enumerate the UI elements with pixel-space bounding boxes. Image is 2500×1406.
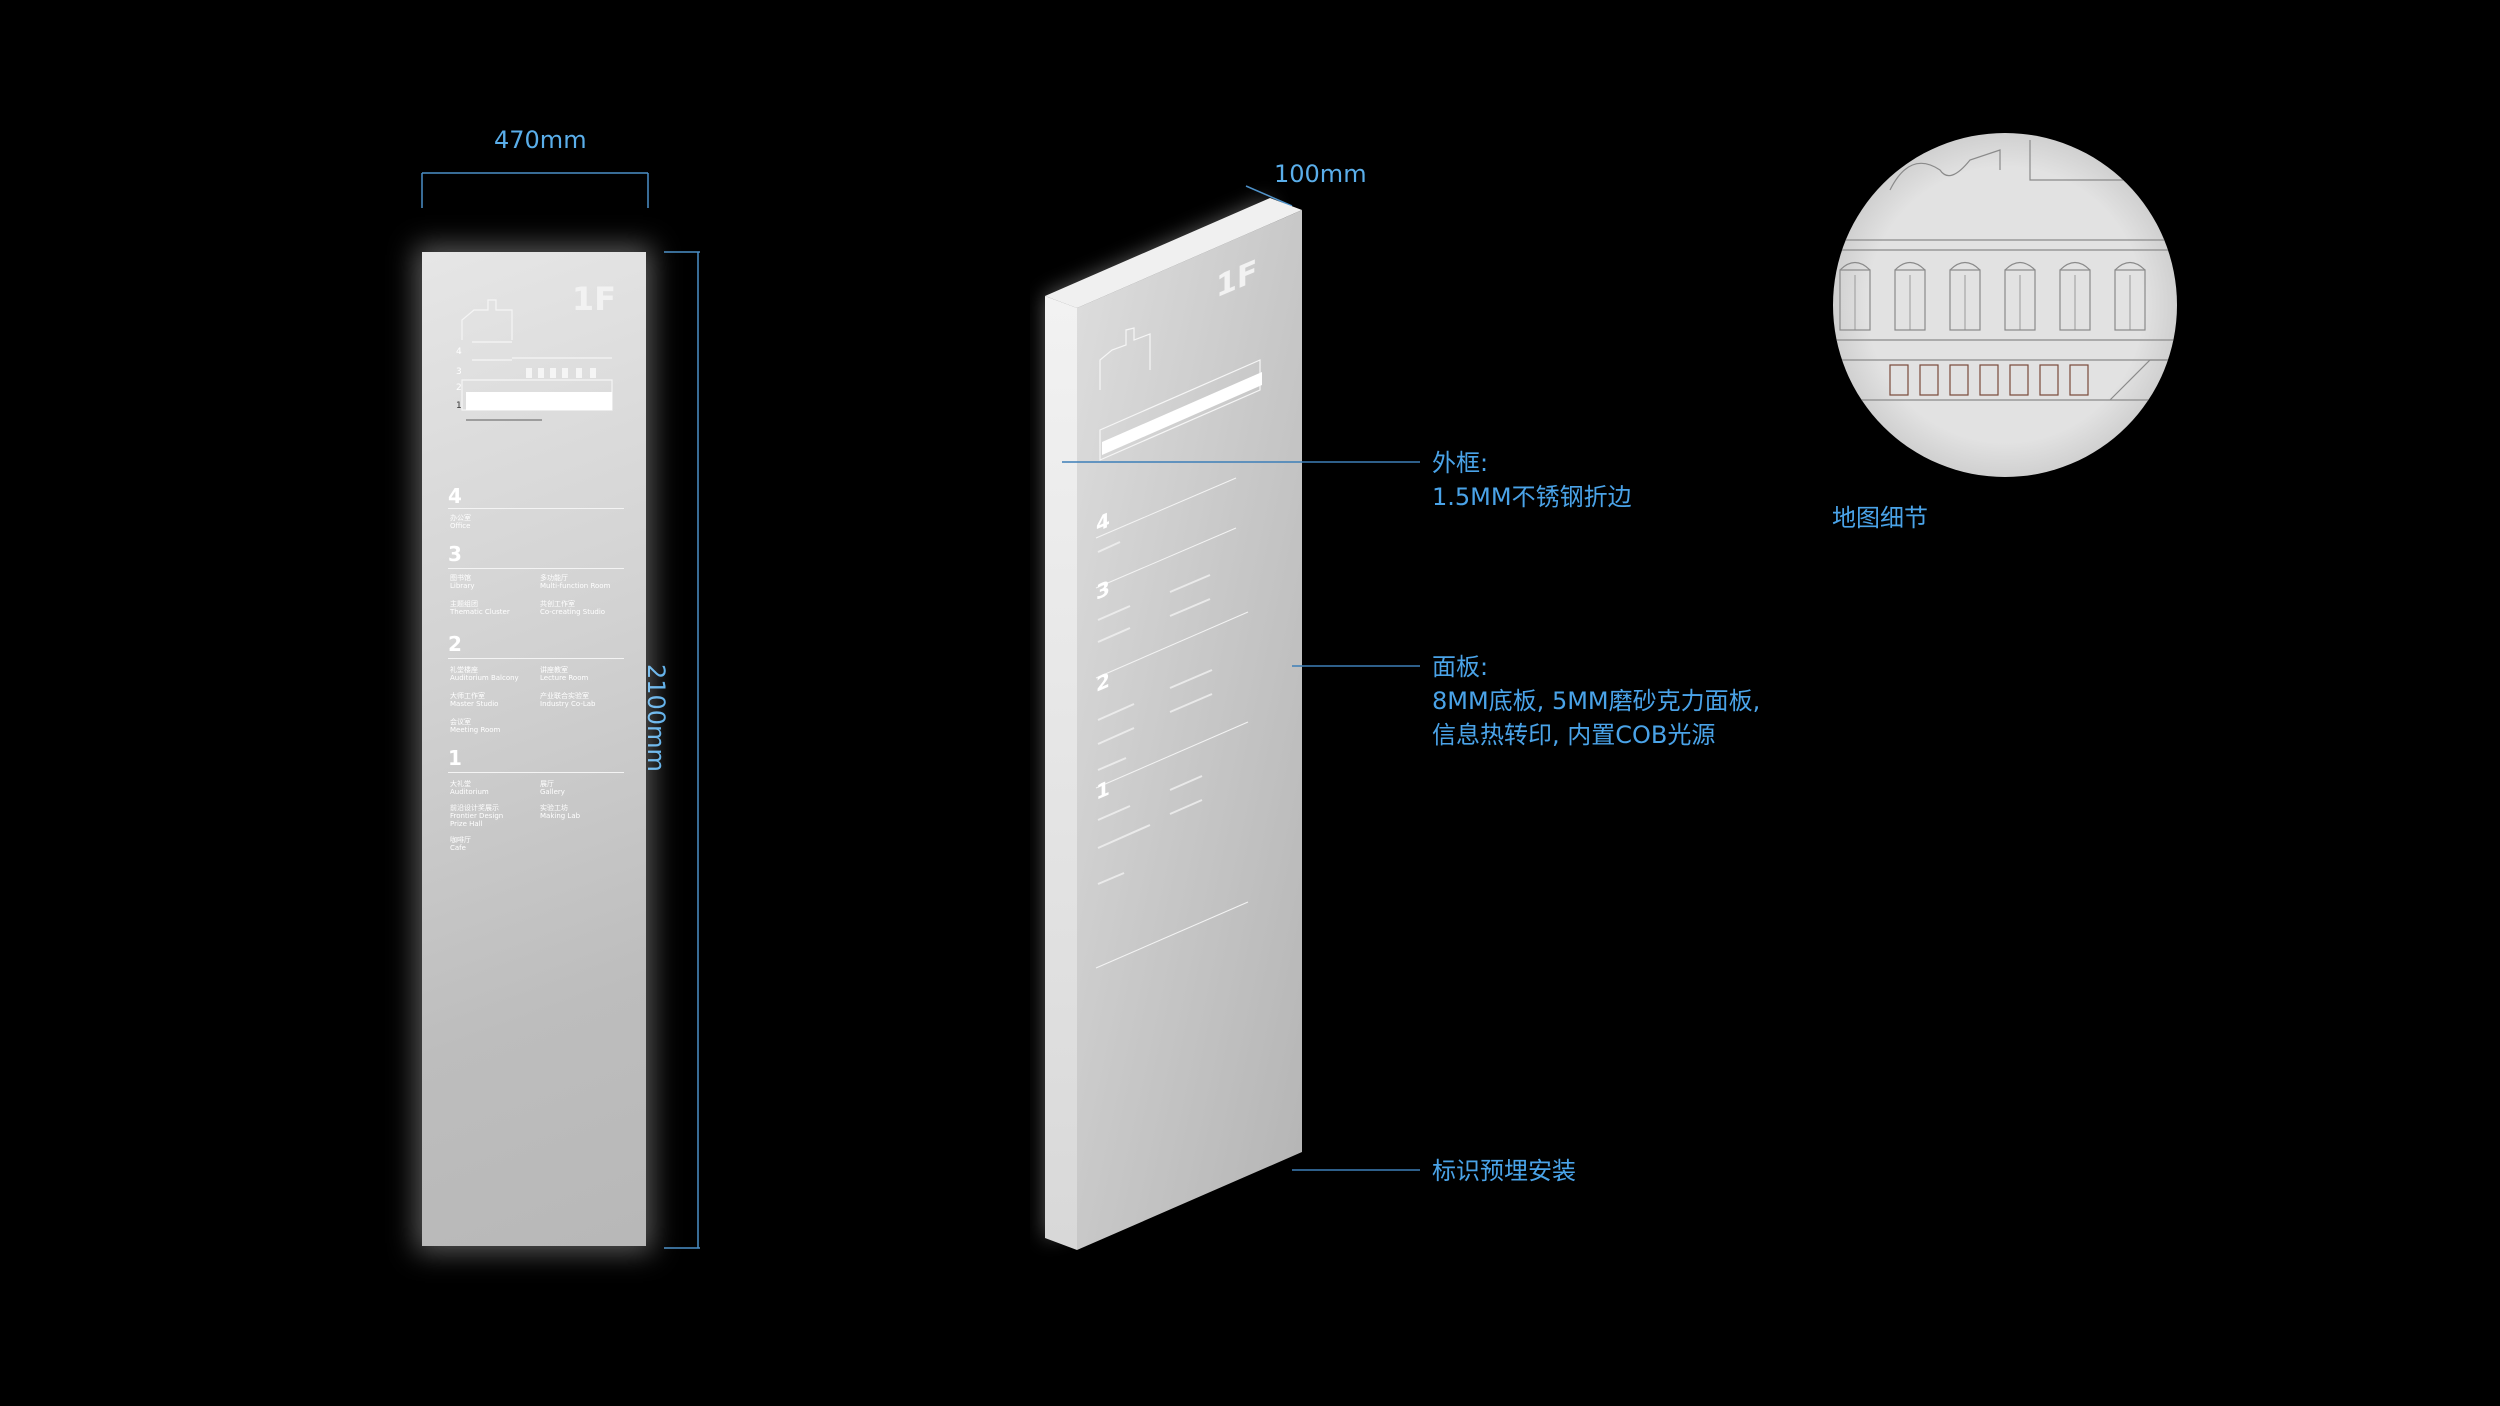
- annotation-installation: 标识预埋安装: [1432, 1157, 1576, 1185]
- floor-item: 实验工坊 Making Lab: [540, 804, 581, 820]
- depth-dimension-line: [1245, 185, 1293, 207]
- floor-1-divider: [448, 772, 624, 773]
- annotation-frame: 外框: 1.5MM不锈钢折边: [1432, 449, 1632, 511]
- annotation-panel: 面板: 8MM底板, 5MM磨砂克力面板, 信息热转印, 内置COB光源: [1432, 653, 1761, 749]
- map-detail-caption: 地图细节: [1832, 504, 1928, 532]
- floor-item: 礼堂楼座 Auditorium Balcony: [450, 666, 519, 682]
- floor-item: 展厅 Gallery: [540, 780, 565, 796]
- svg-text:1: 1: [456, 401, 462, 411]
- svg-text:3: 3: [456, 367, 462, 377]
- floor-item: 大师工作室 Master Studio: [450, 692, 499, 708]
- floor-3-number: 3: [448, 542, 462, 566]
- svg-text:3: 3: [1096, 576, 1110, 605]
- floor-item: 图书馆 Library: [450, 574, 475, 590]
- floor-item: 讲座教室 Lecture Room: [540, 666, 589, 682]
- floor-2-divider: [448, 658, 624, 659]
- floor-item: 办公室 Office: [450, 514, 471, 530]
- floor-item: 会议室 Meeting Room: [450, 718, 501, 734]
- floor-item: 产业联合实验室 Industry Co-Lab: [540, 692, 596, 708]
- svg-text:4: 4: [1096, 508, 1110, 537]
- front-sign-panel: 1F 4 3 2 1 4 办公室 Office: [422, 252, 646, 1246]
- floor-item: 共创工作室 Co-creating Studio: [540, 600, 606, 616]
- floor-item: 主题组团 Thematic Cluster: [450, 600, 510, 616]
- floor-3-divider: [448, 568, 624, 569]
- width-dimension-label: 470mm: [494, 126, 587, 154]
- iso-sign-body: 4 3 2 1: [1045, 198, 1302, 1250]
- floor-item: 大礼堂 Auditorium: [450, 780, 489, 796]
- floor-item: 前沿设计奖展示 Frontier Design Prize Hall: [450, 804, 504, 828]
- floor-4-number: 4: [448, 484, 462, 508]
- height-dimension-line: [664, 251, 700, 1249]
- svg-text:2: 2: [1096, 668, 1110, 697]
- svg-text:2: 2: [456, 383, 462, 393]
- floor-item: 咖啡厅 Cafe: [450, 836, 471, 852]
- floor-2-number: 2: [448, 632, 462, 656]
- svg-text:4: 4: [456, 347, 462, 357]
- width-dimension-line: [421, 172, 649, 208]
- depth-dimension-label: 100mm: [1274, 160, 1367, 188]
- floor-1-number: 1: [448, 746, 462, 770]
- floor-4-divider: [448, 508, 624, 509]
- map-detail-circle: [1833, 133, 2177, 477]
- floor-item: 多功能厅 Multi-function Room: [540, 574, 611, 590]
- svg-text:1: 1: [1096, 776, 1110, 805]
- floor-label: 1F: [571, 280, 616, 318]
- building-map: 4 3 2 1: [456, 299, 613, 421]
